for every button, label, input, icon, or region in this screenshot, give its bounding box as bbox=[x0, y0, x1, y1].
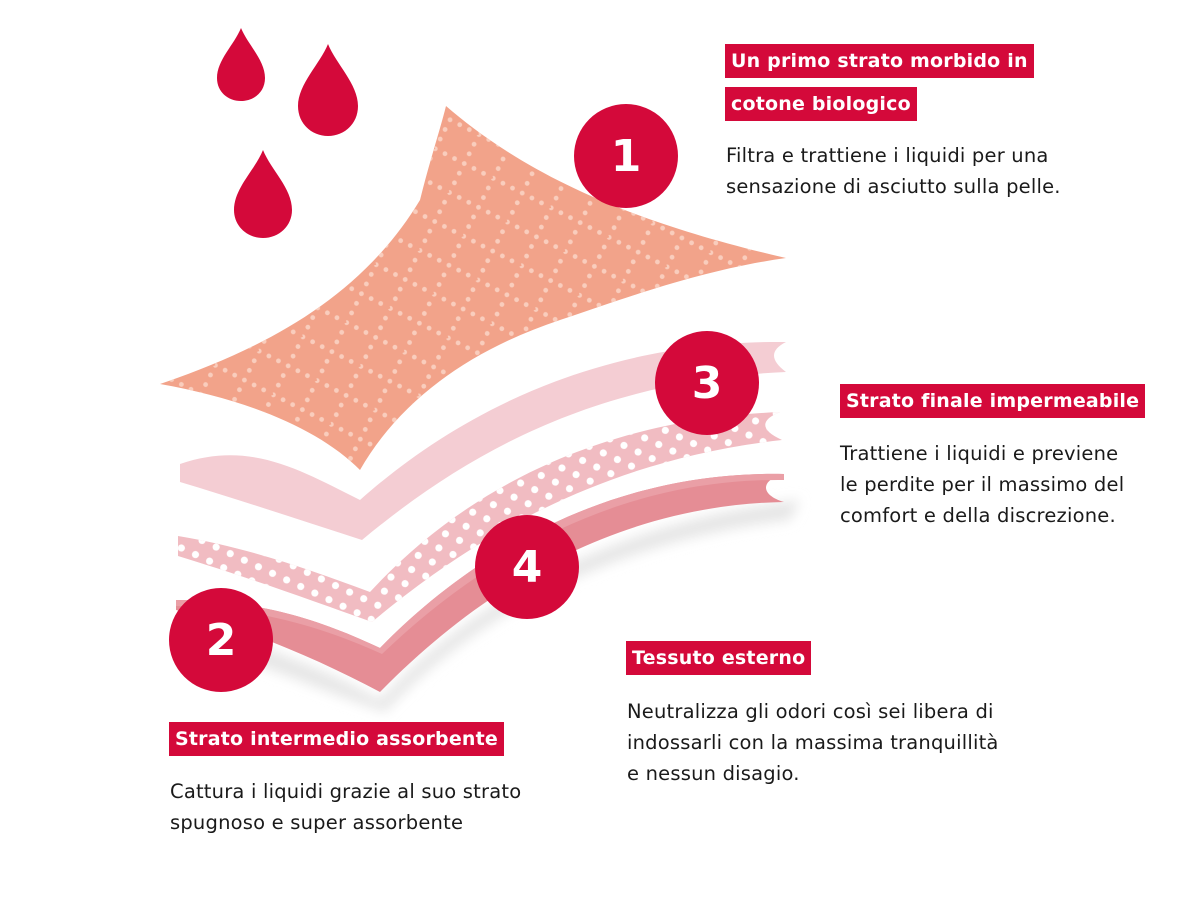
layer-number-2: 2 bbox=[169, 588, 273, 692]
layer-number-3: 3 bbox=[655, 331, 759, 435]
drop-icon bbox=[298, 44, 358, 136]
drop-icon bbox=[217, 28, 265, 101]
layer-3-description: Trattiene i liquidi e previene le perdit… bbox=[840, 438, 1124, 531]
layer-3-description-line: le perdite per il massimo del bbox=[840, 473, 1125, 496]
layer-2-title: Strato intermedio assorbente bbox=[169, 722, 504, 756]
layer-number-1: 1 bbox=[574, 104, 678, 208]
layer-4-title: Tessuto esterno bbox=[626, 641, 812, 675]
layer-3-description-line: Trattiene i liquidi e previene bbox=[840, 442, 1119, 465]
layer-4-description-line: e nessun disagio. bbox=[627, 762, 800, 785]
layer-2-description-line: Cattura i liquidi grazie al suo strato bbox=[170, 780, 522, 803]
layer-4-description-line: indossarli con la massima tranquillità bbox=[627, 731, 999, 754]
layer-1-description-line: sensazione di asciutto sulla pelle. bbox=[726, 175, 1061, 198]
layer-2-description-line: spugnoso e super assorbente bbox=[170, 811, 464, 834]
layer-number-4: 4 bbox=[475, 515, 579, 619]
layer-2-description: Cattura i liquidi grazie al suo strato s… bbox=[170, 776, 521, 838]
layer-3-title: Strato finale impermeabile bbox=[840, 384, 1146, 418]
layer-1-description: Filtra e trattiene i liquidi per una sen… bbox=[726, 140, 1061, 202]
layer-3-description-line: comfort e della discrezione. bbox=[840, 504, 1116, 527]
layer-4-description: Neutralizza gli odori così sei libera di… bbox=[627, 696, 999, 789]
absorbent-layer bbox=[180, 341, 786, 540]
layer-1-title-line-2: cotone biologico bbox=[725, 87, 917, 121]
layer-4-description-line: Neutralizza gli odori così sei libera di bbox=[627, 700, 994, 723]
layer-1-description-line: Filtra e trattiene i liquidi per una bbox=[726, 144, 1049, 167]
drop-icon bbox=[234, 150, 292, 238]
layer-1-title-line-1: Un primo strato morbido in bbox=[725, 44, 1034, 78]
